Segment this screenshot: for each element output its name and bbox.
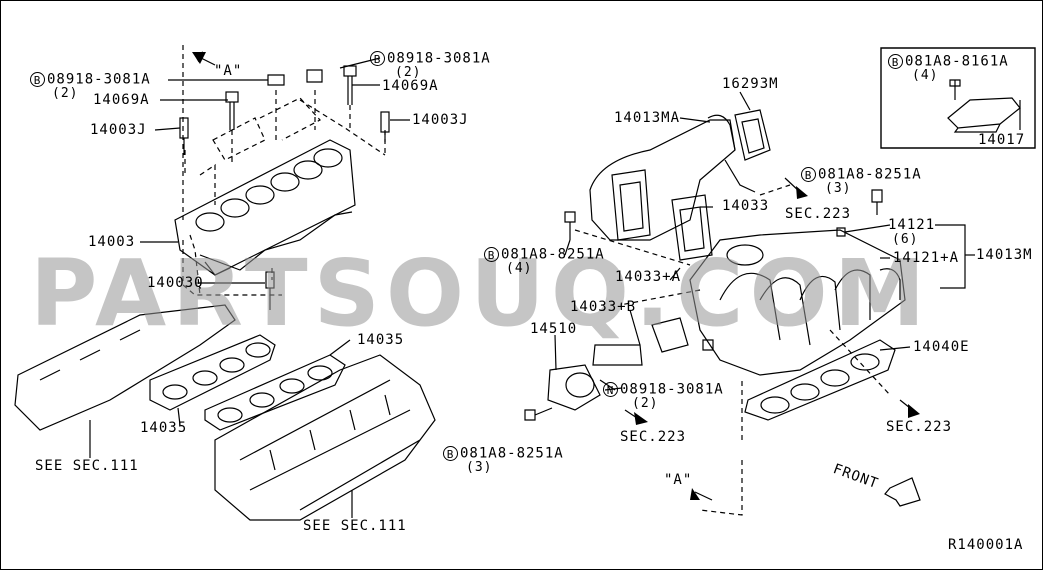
label-see-sec111-left[interactable]: SEE SEC.111 bbox=[35, 458, 139, 474]
qty-n-08918-3081A: (2) bbox=[632, 396, 659, 411]
intake-manifold-14003 bbox=[174, 139, 356, 276]
gasket-16293M bbox=[734, 109, 771, 161]
stud-14003J-left bbox=[179, 117, 189, 155]
qty-b-081A8-8251A-bottom: (3) bbox=[466, 460, 493, 475]
arrowhead-sec223-top bbox=[796, 186, 808, 199]
label-sec223-right[interactable]: SEC.223 bbox=[886, 419, 953, 435]
gasket-14033A bbox=[651, 317, 689, 353]
label-14003J-left[interactable]: 14003J bbox=[90, 122, 147, 138]
label-14035-left[interactable]: 14035 bbox=[140, 420, 188, 436]
cable bbox=[724, 159, 756, 193]
stud-14003Q bbox=[265, 271, 275, 310]
label-14510[interactable]: 14510 bbox=[530, 321, 578, 337]
stud-14003J-right bbox=[380, 111, 390, 142]
bolt-b-icon: B bbox=[801, 167, 816, 182]
gasket-14033 bbox=[671, 194, 713, 261]
guide-lines-right bbox=[574, 184, 891, 516]
arrowhead-view-a-top bbox=[192, 52, 206, 64]
label-14121[interactable]: 14121 bbox=[888, 217, 936, 233]
qty-b-081A8-8251A-mid: (4) bbox=[506, 261, 533, 276]
label-14033A[interactable]: 14033+A bbox=[615, 269, 682, 285]
bolts-right bbox=[524, 189, 883, 421]
intake-collector-14013MA bbox=[589, 114, 736, 241]
bracket-14017 bbox=[947, 97, 1021, 133]
label-view-a-bottom: "A" bbox=[664, 472, 693, 488]
label-14003J-right[interactable]: 14003J bbox=[412, 112, 469, 128]
bolt-b-icon: B bbox=[443, 446, 458, 461]
qty-b-08918-3081A-left: (2) bbox=[52, 86, 79, 101]
arrow-heads bbox=[192, 52, 920, 500]
nut-left bbox=[267, 74, 285, 86]
arrowhead-sec223-right bbox=[908, 404, 920, 418]
bolt-b-icon: B bbox=[370, 51, 385, 66]
label-see-sec111-right[interactable]: SEE SEC.111 bbox=[303, 518, 407, 534]
label-14033[interactable]: 14033 bbox=[722, 198, 770, 214]
guide-lines-left bbox=[182, 45, 386, 296]
qty-b-081A8-8251A-top: (3) bbox=[825, 181, 852, 196]
bolt-b-icon: B bbox=[30, 72, 45, 87]
cylinder-head-left bbox=[14, 304, 236, 431]
gasket-14035-right bbox=[204, 354, 346, 431]
diagram-code: R140001A bbox=[948, 537, 1024, 553]
qty-14121: (6) bbox=[892, 232, 919, 247]
label-14035-right[interactable]: 14035 bbox=[357, 332, 405, 348]
intake-manifold-14013M bbox=[689, 229, 906, 376]
gasket-14033B bbox=[592, 344, 643, 366]
nut-n-icon: N bbox=[603, 382, 618, 397]
label-sec223-top[interactable]: SEC.223 bbox=[785, 206, 852, 222]
watermark: PARTSOUQ.COM bbox=[30, 240, 932, 347]
nut-right bbox=[306, 69, 323, 83]
arrowhead-sec223-mid bbox=[634, 412, 648, 425]
label-14069A-right[interactable]: 14069A bbox=[382, 78, 439, 94]
inset-box bbox=[880, 47, 1036, 149]
arrow-front bbox=[884, 477, 921, 507]
arrow-view-a-bottom bbox=[694, 491, 713, 501]
arrowhead-view-a-bottom bbox=[690, 488, 700, 500]
qty-b-08918-3081A-right: (2) bbox=[395, 65, 422, 80]
label-sec223-mid[interactable]: SEC.223 bbox=[620, 429, 687, 445]
gasket-upper bbox=[611, 169, 651, 241]
label-14013M[interactable]: 14013M bbox=[976, 247, 1033, 263]
cylinder-head-right bbox=[214, 354, 436, 521]
label-16293M[interactable]: 16293M bbox=[722, 76, 779, 92]
label-14033B[interactable]: 14033+B bbox=[570, 299, 637, 315]
bolt-14069A-left bbox=[225, 91, 239, 130]
bolt-b-icon: B bbox=[484, 247, 499, 262]
bolt-b-icon: B bbox=[888, 54, 903, 69]
gasket-14040E bbox=[744, 339, 896, 421]
label-14013MA[interactable]: 14013MA bbox=[614, 110, 681, 126]
label-14069A-left[interactable]: 14069A bbox=[93, 92, 150, 108]
qty-b-081A8-8161A: (4) bbox=[912, 68, 939, 83]
gasket-14035-left bbox=[149, 334, 276, 411]
label-14040E[interactable]: 14040E bbox=[913, 339, 970, 355]
label-14003Q[interactable]: 14003Q bbox=[147, 275, 204, 291]
label-view-a-top: "A" bbox=[214, 63, 243, 79]
label-14017[interactable]: 14017 bbox=[978, 132, 1026, 148]
label-14003[interactable]: 14003 bbox=[88, 234, 136, 250]
label-14121A[interactable]: 14121+A bbox=[893, 250, 960, 266]
